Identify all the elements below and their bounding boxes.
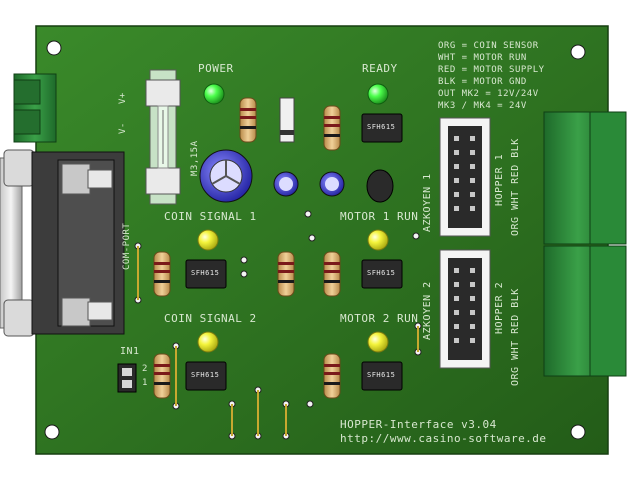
- com-port-label: COM-PORT: [122, 222, 132, 270]
- in1-pin2-label: 2: [142, 364, 148, 374]
- hopper-1-terminal: [543, 111, 627, 245]
- optocoupler-label: SFH615: [367, 269, 396, 277]
- header-pins: [454, 136, 475, 343]
- coin-signal-2-led: [197, 331, 219, 353]
- fuse-label: M3,15A: [190, 140, 200, 176]
- optocoupler-label: SFH615: [367, 371, 396, 379]
- optocoupler-label: SFH615: [191, 269, 220, 277]
- mounting-holes: [44, 40, 586, 440]
- v-plus-label: V+: [118, 92, 128, 104]
- transistor: [366, 169, 394, 203]
- hopper-1-colors-label: ORG WHT RED BLK: [510, 138, 521, 236]
- board-title: HOPPER-Interface v3.04: [340, 418, 497, 431]
- in1-pin1-label: 1: [142, 378, 148, 388]
- power-terminal-block: [13, 73, 57, 143]
- power-label: POWER: [198, 62, 234, 75]
- diode: [279, 97, 295, 143]
- legend-line: MK3 / MK4 = 24V: [438, 101, 527, 111]
- in1-label: IN1: [120, 346, 140, 357]
- motor-1-led: [367, 229, 389, 251]
- legend-line: ORG = COIN SENSOR: [438, 41, 539, 51]
- motor-2-led: [367, 331, 389, 353]
- wire-color-legend: ORG = COIN SENSOR WHT = MOTOR RUN RED = …: [438, 40, 545, 112]
- traces: [137, 246, 419, 436]
- optocouplers: [185, 113, 403, 391]
- legend-line: WHT = MOTOR RUN: [438, 53, 527, 63]
- optocoupler-label: SFH615: [191, 371, 220, 379]
- fuse: [145, 69, 181, 205]
- electrolytic-capacitor: [199, 149, 253, 203]
- azkoyen-1-header: [439, 117, 491, 237]
- motor-1-run-label: MOTOR 1 RUN: [340, 210, 419, 223]
- coin-signal-1-label: COIN SIGNAL 1: [164, 210, 257, 223]
- in1-jumper: [117, 363, 137, 393]
- legend-line: BLK = MOTOR GND: [438, 77, 527, 87]
- azkoyen-2-label: AZKOYEN 2: [422, 281, 433, 340]
- coin-signal-2-label: COIN SIGNAL 2: [164, 312, 257, 325]
- db9-connector: [0, 149, 125, 337]
- hopper-2-label: HOPPER 2: [494, 281, 505, 334]
- optocoupler-label: SFH615: [367, 123, 396, 131]
- ready-label: READY: [362, 62, 398, 75]
- motor-2-run-label: MOTOR 2 RUN: [340, 312, 419, 325]
- hopper-1-label: HOPPER 1: [494, 153, 505, 206]
- legend-line: OUT MK2 = 12V/24V: [438, 89, 539, 99]
- hopper-2-terminal: [543, 245, 627, 377]
- v-minus-label: V-: [118, 122, 128, 134]
- coin-signal-1-led: [197, 229, 219, 251]
- legend-line: RED = MOTOR SUPPLY: [438, 65, 545, 75]
- board-url: http://www.casino-software.de: [340, 432, 547, 445]
- hopper-2-colors-label: ORG WHT RED BLK: [510, 288, 521, 386]
- small-capacitors: [273, 171, 345, 197]
- azkoyen-1-label: AZKOYEN 1: [422, 173, 433, 232]
- azkoyen-2-header: [439, 249, 491, 369]
- resistor-bands: [154, 108, 340, 385]
- power-led: [203, 83, 225, 105]
- ready-led: [367, 83, 389, 105]
